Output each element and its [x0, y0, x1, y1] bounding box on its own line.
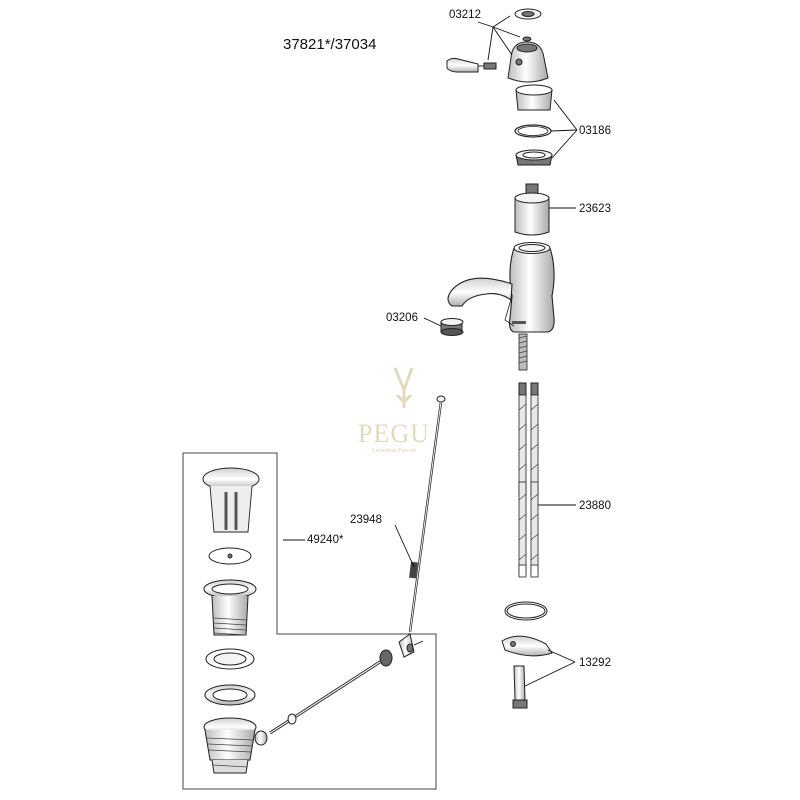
- part-label-03212: 03212: [449, 9, 481, 21]
- part-label-23880: 23880: [579, 500, 611, 512]
- leader-03186: [550, 99, 578, 159]
- bonnet-rings: [514, 84, 553, 166]
- aerator: [440, 318, 464, 336]
- watermark-tagline: Luxurious Faucets: [372, 448, 417, 454]
- leader-03212: [477, 15, 521, 61]
- part-label-03186: 03186: [579, 125, 611, 137]
- watermark-logo: PEGU Luxurious Faucets: [358, 367, 430, 454]
- part-label-23623: 23623: [579, 203, 611, 215]
- leader-03206: [423, 317, 442, 327]
- part-label-03206: 03206: [386, 312, 418, 324]
- leader-13292: [524, 649, 576, 687]
- leader-23948: [394, 524, 415, 568]
- diagram-title: 37821*/37034: [283, 36, 376, 53]
- cartridge: [514, 183, 550, 236]
- faucet-body: [447, 242, 555, 371]
- drain-assembly: [202, 467, 424, 774]
- handle-assembly: [446, 8, 549, 83]
- drain-assembly-frame: [182, 452, 437, 790]
- part-label-23948: 23948: [350, 514, 382, 526]
- part-label-49240: 49240*: [307, 534, 344, 546]
- mounting-hardware: [501, 601, 553, 709]
- supply-hoses: [518, 382, 539, 578]
- part-label-13292: 13292: [579, 657, 611, 669]
- lift-rod: [408, 395, 446, 633]
- watermark-brand: PEGU: [358, 419, 430, 448]
